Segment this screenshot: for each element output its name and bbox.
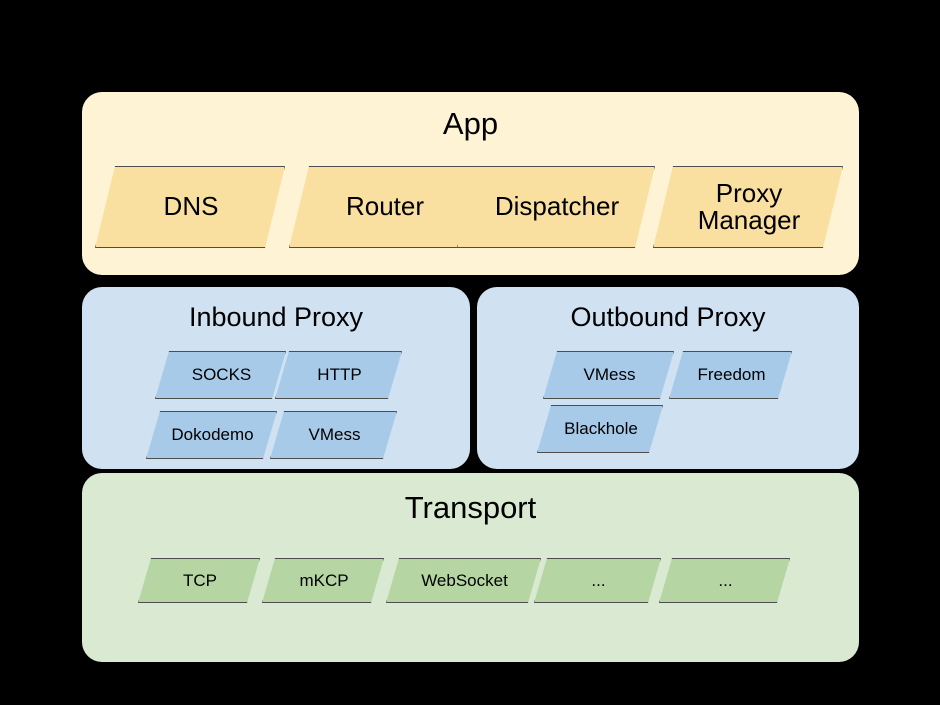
component-tcp-label: TCP (183, 570, 217, 590)
component-mkcp[interactable]: mKCP (262, 558, 384, 603)
component-blackhole[interactable]: Blackhole (537, 405, 663, 453)
component-socks-label: SOCKS (191, 365, 252, 385)
app-layer-title: App (442, 106, 499, 141)
component-mkcp-label: mKCP (299, 570, 349, 590)
component-router[interactable]: Router (289, 166, 479, 248)
component-vmess-inbound-label: VMess (308, 425, 361, 445)
component-dokodemo-label: Dokodemo (171, 425, 254, 445)
outbound-proxy-panel: Outbound Proxy (477, 287, 859, 469)
component-transport-more-1[interactable]: ... (534, 558, 661, 603)
component-http-label: HTTP (317, 365, 362, 385)
outbound-proxy-title: Outbound Proxy (570, 302, 766, 332)
component-transport-more-2-label: ... (718, 570, 733, 590)
component-proxy-manager-line2: Manager (697, 205, 801, 235)
component-freedom[interactable]: Freedom (669, 351, 792, 399)
component-blackhole-label: Blackhole (564, 419, 638, 439)
component-vmess-outbound-label: VMess (583, 365, 636, 385)
component-router-label: Router (345, 191, 425, 222)
component-dispatcher[interactable]: Dispatcher (457, 166, 655, 248)
component-dns-label: DNS (163, 191, 219, 222)
component-tcp[interactable]: TCP (138, 558, 260, 603)
component-websocket[interactable]: WebSocket (386, 558, 541, 603)
component-http[interactable]: HTTP (275, 351, 402, 399)
transport-layer-title: Transport (404, 490, 537, 525)
component-vmess-inbound[interactable]: VMess (270, 411, 397, 459)
component-proxy-manager-line1: Proxy (715, 177, 783, 208)
component-transport-more-1-label: ... (591, 570, 606, 590)
component-dokodemo[interactable]: Dokodemo (146, 411, 277, 459)
component-socks[interactable]: SOCKS (155, 351, 286, 399)
component-transport-more-2[interactable]: ... (659, 558, 790, 603)
component-freedom-label: Freedom (697, 365, 766, 385)
component-vmess-outbound[interactable]: VMess (543, 351, 674, 399)
inbound-proxy-title: Inbound Proxy (188, 302, 364, 332)
component-dns[interactable]: DNS (95, 166, 285, 248)
component-websocket-label: WebSocket (421, 570, 508, 590)
component-dispatcher-label: Dispatcher (494, 191, 620, 222)
